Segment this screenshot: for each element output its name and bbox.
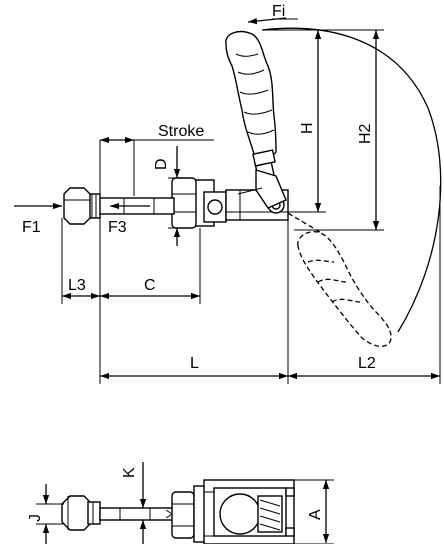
l3-label: L3	[68, 277, 86, 294]
handle-swing-arc	[261, 27, 442, 333]
l2-label: L2	[358, 355, 376, 372]
top-view: J K A	[27, 462, 334, 544]
h2-label: H2	[357, 123, 374, 144]
stroke-label: Stroke	[158, 123, 204, 140]
hex-nut	[171, 177, 197, 229]
j-label: J	[27, 514, 44, 522]
l-label: L	[190, 355, 199, 372]
h-label: H	[299, 122, 316, 134]
f3-label: F3	[108, 219, 127, 236]
handle-open-dashed	[285, 211, 392, 348]
c-label: C	[144, 277, 156, 294]
a-label: A	[307, 509, 324, 520]
side-view: Fi Stroke D H H2 F1 F3 L3 C L L2	[14, 3, 442, 384]
d-label: D	[153, 158, 170, 170]
spindle-end	[63, 187, 101, 225]
k-label: K	[121, 467, 138, 478]
clamp-body	[193, 169, 289, 227]
f1-label: F1	[22, 219, 41, 236]
handle-closed	[225, 30, 278, 191]
fi-label: Fi	[272, 3, 285, 20]
